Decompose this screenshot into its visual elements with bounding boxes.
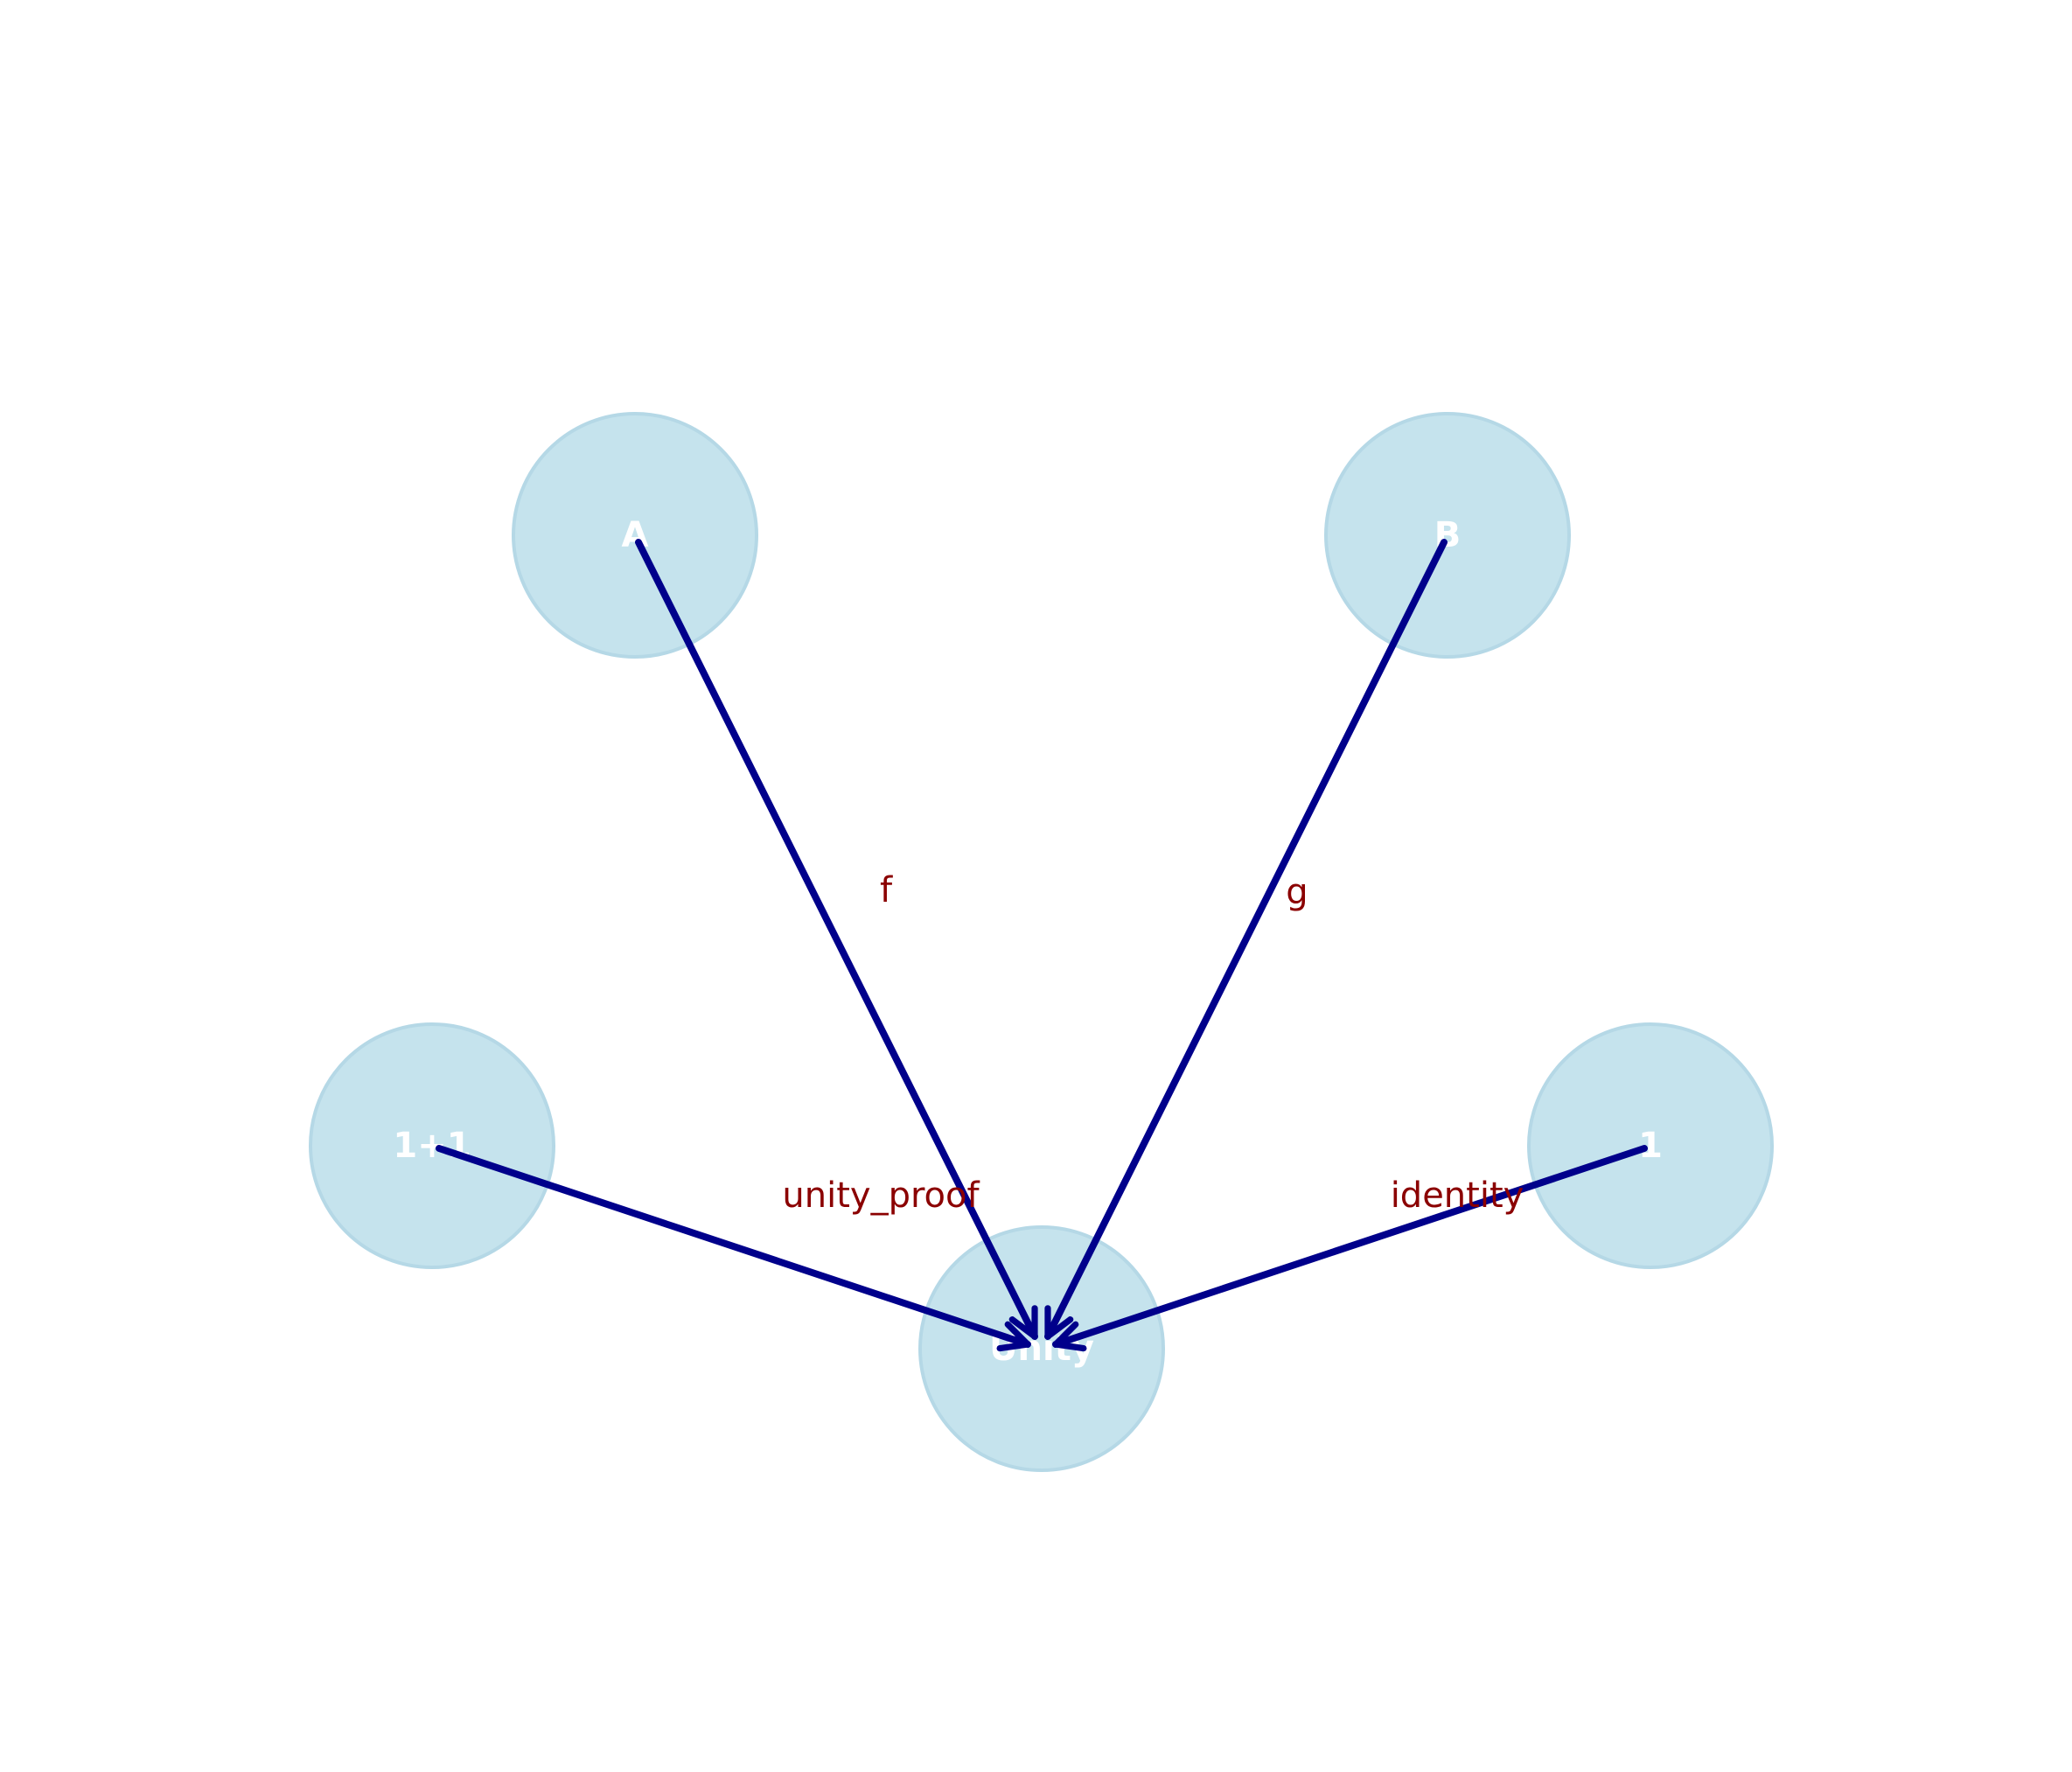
edge-label-unity-proof: unity_proof (782, 1176, 980, 1216)
node-a[interactable]: A (512, 412, 758, 659)
node-b[interactable]: B (1324, 412, 1571, 659)
edge-label-layer: f g unity_proof identity (782, 870, 1524, 1216)
node-unity[interactable]: Unity (918, 1225, 1165, 1472)
edge-1-plus-1-to-unity[interactable] (436, 1145, 1031, 1352)
node-1-plus-1-label: 1+1 (393, 1126, 471, 1166)
node-1[interactable]: 1 (1527, 1022, 1774, 1269)
node-1-plus-1[interactable]: 1+1 (309, 1022, 555, 1269)
edge-label-f: f (880, 870, 893, 910)
edge-b-to-unity[interactable] (1044, 539, 1448, 1340)
node-layer: A B 1+1 1 Unity (309, 412, 1774, 1472)
edge-1-to-unity[interactable] (1052, 1145, 1648, 1352)
edge-a-to-unity[interactable] (635, 539, 1038, 1340)
edge-label-identity: identity (1391, 1176, 1524, 1216)
edge-layer (436, 539, 1648, 1352)
edge-label-g: g (1286, 872, 1308, 912)
